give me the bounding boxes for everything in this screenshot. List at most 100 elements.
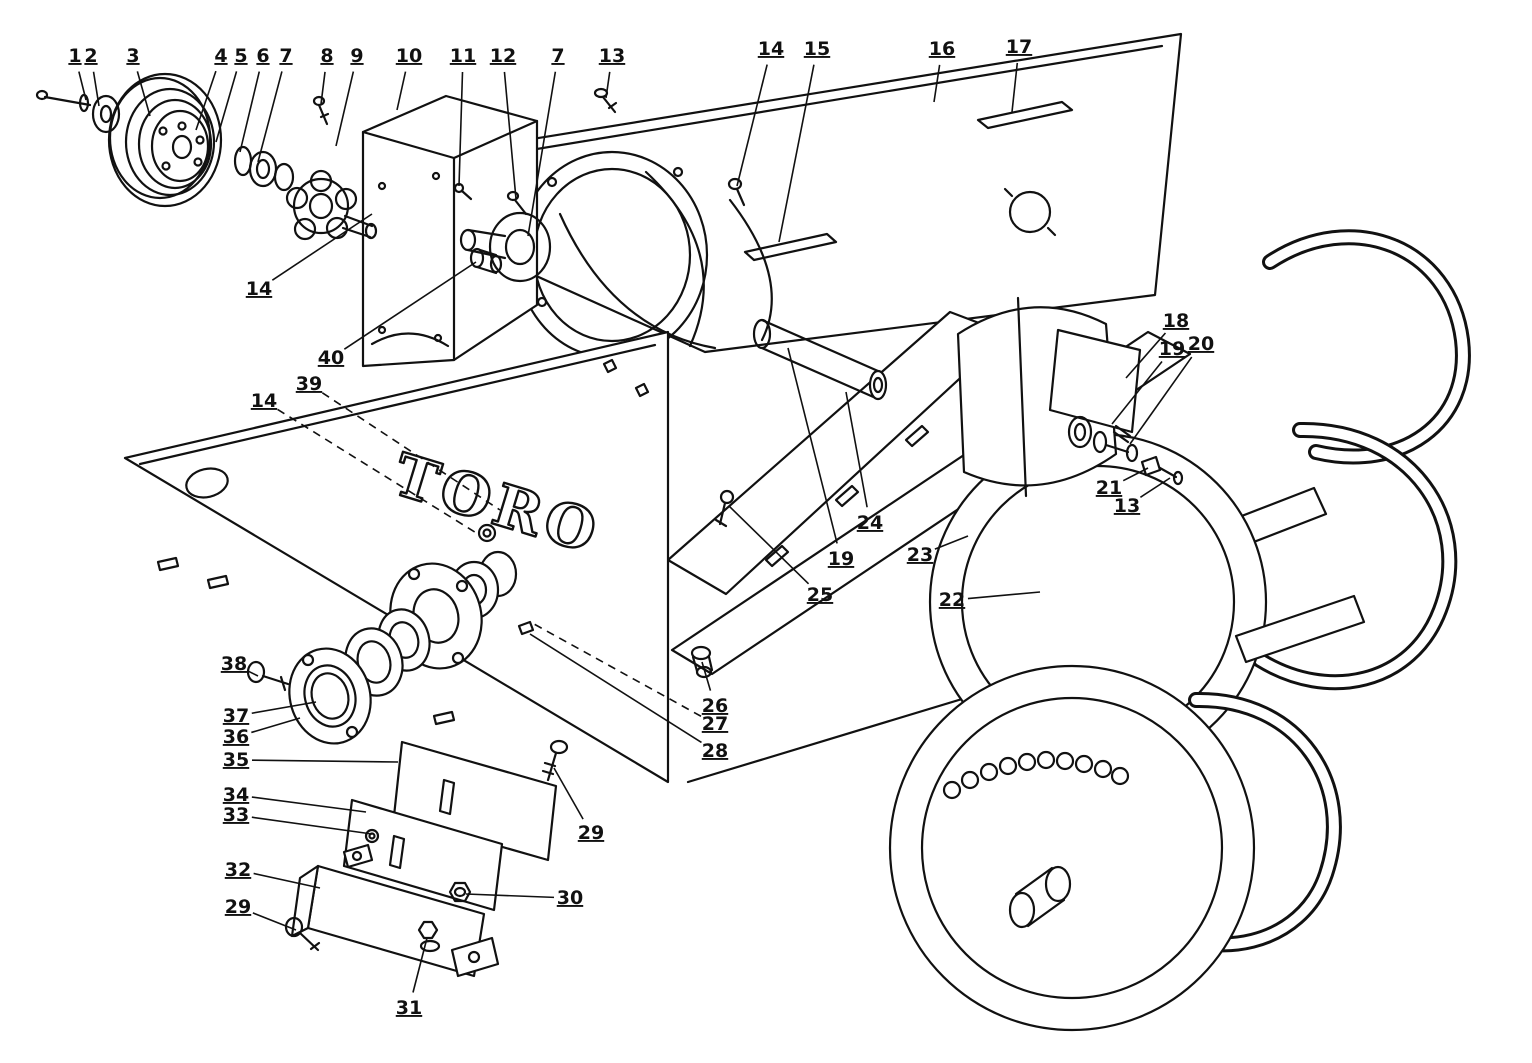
auger-spiral-flighting [1252,229,1471,691]
callout-2: 2 [84,45,97,67]
leader-line-21 [1122,467,1149,482]
callout-1: 1 [68,45,81,67]
callout-37: 37 [223,705,249,727]
callout-11: 11 [450,45,476,67]
callout-39: 39 [296,373,322,395]
auger-side-plate-lower [888,664,1256,1032]
leader-line-19 [1111,360,1163,425]
leader-line-13 [1139,477,1171,498]
leader-line-29 [553,767,584,820]
panel-bolt-14 [477,523,497,543]
leader-line-34 [251,796,367,813]
hairpin-and-grease-cap [690,489,735,679]
star-flange [292,177,350,235]
shaft-bolt-head [35,89,49,101]
callout-21: 21 [1096,477,1122,499]
carriage-bolt-38 [246,660,290,692]
callout-5: 5 [234,45,247,67]
leader-line-6 [239,71,261,153]
callout-38: 38 [221,653,247,675]
panel-slot [156,556,180,572]
gearbox-bearing-boss [488,211,552,283]
leader-line-31 [412,937,428,993]
panel-diamond-hole [634,382,650,398]
callout-23: 23 [907,544,933,566]
bolt-29-upper [541,739,569,782]
callout-36: 36 [223,726,249,748]
leader-line-37 [251,701,317,715]
callout-28: 28 [702,740,728,762]
scalloped-edge [942,750,1130,800]
leader-line-14 [736,64,768,187]
callout-14: 14 [758,38,784,60]
callout-19: 19 [1159,338,1185,360]
callout-13: 13 [599,45,625,67]
bearing [248,150,278,188]
panel-slot [206,574,230,590]
callout-29: 29 [225,896,251,918]
callout-leader-lines [78,62,1193,993]
leader-line-7 [527,71,557,237]
leader-line-32 [253,872,321,889]
cotter-pin-20 [1112,424,1132,444]
gearbox-housing [361,94,552,368]
callout-35: 35 [223,749,249,771]
callout-25: 25 [807,584,833,606]
backing-plate-35 [392,740,558,862]
leader-line-33 [251,816,373,835]
leader-line-18 [1125,332,1167,379]
shaft-key-28 [517,620,535,636]
panel-hole [1008,190,1052,234]
hex-nut-31 [417,920,441,953]
snap-ring [233,145,253,177]
callout-34: 34 [223,784,249,806]
retainer-ring [273,162,295,192]
callout-19: 19 [828,548,854,570]
leader-line-1 [78,71,87,101]
panel-slot [743,232,838,262]
callout-29: 29 [578,822,604,844]
leader-line-25 [728,505,810,585]
leader-line-27 [533,623,702,717]
leader-line-36 [251,717,301,734]
skid-bracket-32 [290,843,500,978]
inner-auger-hint [644,170,705,348]
leader-line-23 [934,535,969,550]
bolt-12 [506,190,528,216]
callout-30: 30 [557,887,583,909]
leader-line-38 [247,670,259,677]
leader-line-28 [529,633,702,744]
bolt-14-top [727,177,746,207]
auger-hub [1008,865,1072,929]
bracket-plate [1048,328,1142,434]
front-housing-panel: TORO [123,330,670,784]
washer [1092,430,1108,454]
axle-flange-bearing-assembly [288,550,535,745]
callout-24: 24 [857,512,883,534]
leader-line-24 [845,391,868,508]
leader-line-15 [778,64,815,243]
spacer-bushing [469,247,503,275]
panel-diamond-hole [602,358,618,374]
leader-line-14 [271,213,373,281]
center-bearing-bracket [956,296,1184,498]
leader-line-11 [458,71,464,187]
leader-line-8 [320,71,326,105]
grease-cap [690,645,712,661]
idler-roller [752,318,888,401]
leader-line-19 [787,347,838,544]
leader-line-2 [92,71,100,107]
leader-line-4 [195,70,217,131]
leader-line-7 [257,71,283,163]
callout-33: 33 [223,804,249,826]
callout-31: 31 [396,997,422,1019]
callout-9: 9 [350,45,363,67]
mounting-brackets [284,739,569,978]
callout-14: 14 [246,278,272,300]
callout-18: 18 [1163,310,1189,332]
leader-line-29 [252,912,297,931]
bolt-13 [593,87,618,114]
